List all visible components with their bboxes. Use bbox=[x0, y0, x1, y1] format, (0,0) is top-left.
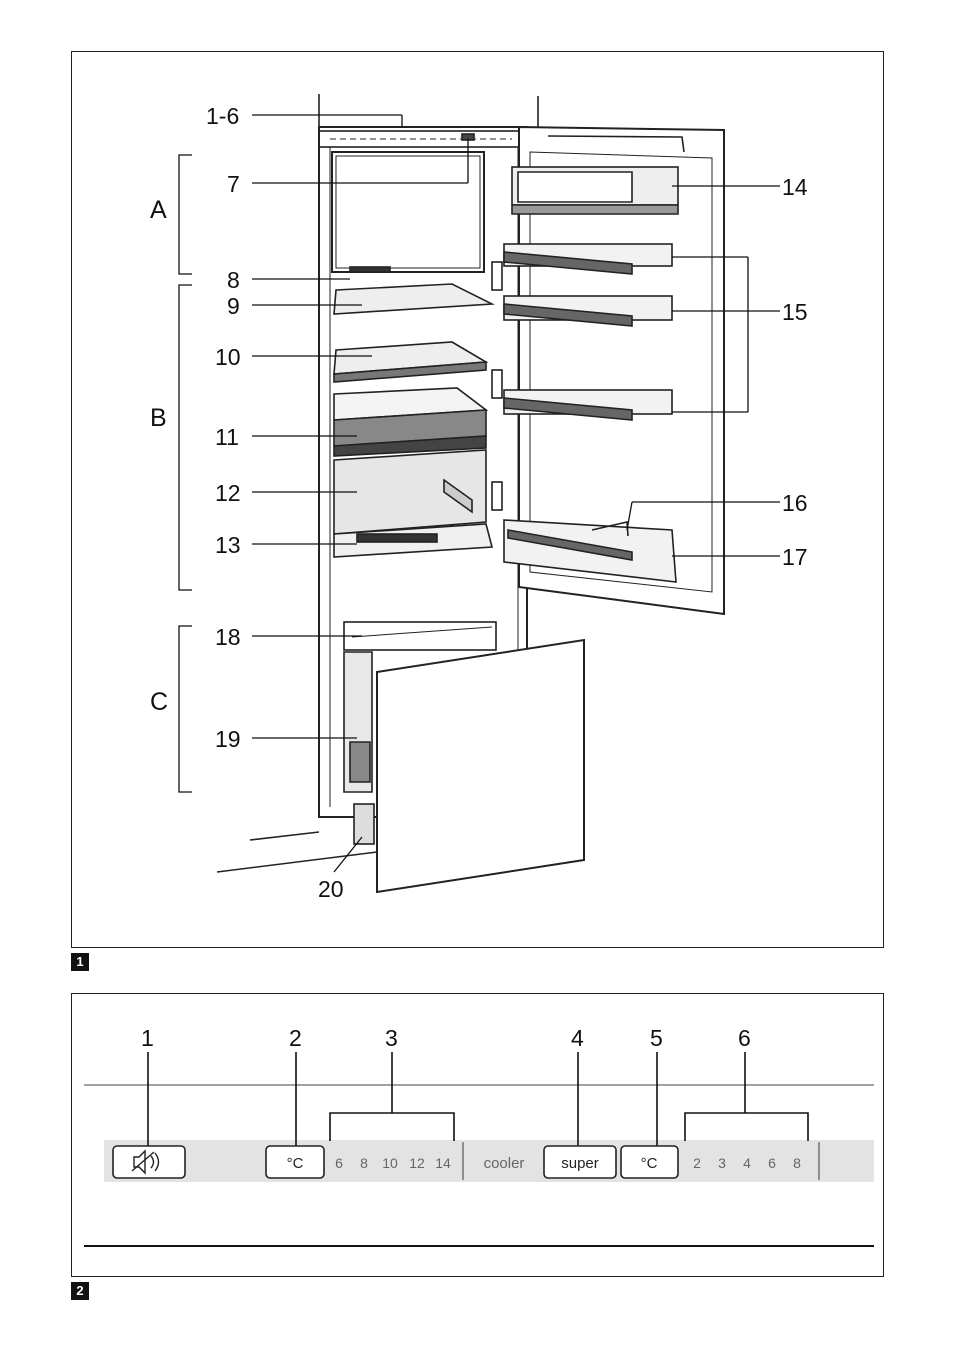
figure-1-number: 1 bbox=[71, 953, 89, 971]
cooler-scale-value: 12 bbox=[409, 1155, 425, 1171]
cooler-temperature-scale: 6 8 10 12 14 bbox=[335, 1155, 451, 1171]
control-panel-illustration: 1 2 3 4 5 6 °C 6 8 10 12 14 cooler super… bbox=[84, 1025, 874, 1247]
fridge-illustration: 1-6 7 8 9 10 11 12 13 14 15 16 17 18 19 … bbox=[150, 94, 808, 902]
callout-16: 16 bbox=[782, 490, 808, 516]
freezer-scale-value: 3 bbox=[718, 1155, 726, 1171]
cooler-scale-value: 10 bbox=[382, 1155, 398, 1171]
freezer-scale-value: 8 bbox=[793, 1155, 801, 1171]
callout-14: 14 bbox=[782, 174, 808, 200]
cooler-scale-value: 8 bbox=[360, 1155, 368, 1171]
callout-6: 6 bbox=[738, 1025, 751, 1051]
callout-9: 9 bbox=[227, 293, 240, 319]
freezer-temperature-scale: 2 3 4 6 8 bbox=[693, 1155, 801, 1171]
freezer-scale-value: 4 bbox=[743, 1155, 751, 1171]
callout-17: 17 bbox=[782, 544, 808, 570]
callout-12: 12 bbox=[215, 480, 241, 506]
section-a-label: A bbox=[150, 196, 167, 224]
freezer-scale-value: 6 bbox=[768, 1155, 776, 1171]
alarm-off-button[interactable] bbox=[112, 1145, 186, 1179]
cooler-temperature-button[interactable]: °C bbox=[265, 1145, 325, 1179]
callout-4: 4 bbox=[571, 1025, 584, 1051]
freezer-temperature-button[interactable]: °C bbox=[620, 1145, 679, 1179]
cooler-label: cooler bbox=[484, 1155, 525, 1172]
super-cool-button[interactable]: super bbox=[543, 1145, 617, 1179]
svg-text:°C: °C bbox=[641, 1155, 658, 1172]
figure-2-number: 2 bbox=[71, 1282, 89, 1300]
figure-2-control-panel: 1 2 3 4 5 6 °C 6 8 10 12 14 cooler super… bbox=[71, 993, 884, 1277]
svg-text:super: super bbox=[561, 1155, 599, 1172]
figure-1-fridge-diagram: 1-6 7 8 9 10 11 12 13 14 15 16 17 18 19 … bbox=[71, 51, 884, 948]
callout-3: 3 bbox=[385, 1025, 398, 1051]
callout-5: 5 bbox=[650, 1025, 663, 1051]
callout-10: 10 bbox=[215, 344, 241, 370]
callout-1: 1 bbox=[141, 1025, 154, 1051]
callout-11: 11 bbox=[215, 424, 239, 450]
callout-13: 13 bbox=[215, 532, 241, 558]
svg-text:°C: °C bbox=[287, 1155, 304, 1172]
section-c-label: C bbox=[150, 688, 168, 716]
callout-2: 2 bbox=[289, 1025, 302, 1051]
freezer-scale-value: 2 bbox=[693, 1155, 701, 1171]
callout-18: 18 bbox=[215, 624, 241, 650]
control-panel-strip bbox=[104, 1140, 874, 1182]
callout-7: 7 bbox=[227, 171, 240, 197]
callout-20: 20 bbox=[318, 876, 344, 902]
section-b-label: B bbox=[150, 404, 167, 432]
callout-15: 15 bbox=[782, 299, 808, 325]
callout-19: 19 bbox=[215, 726, 241, 752]
cooler-scale-value: 6 bbox=[335, 1155, 343, 1171]
callout-1-6: 1-6 bbox=[206, 103, 239, 129]
cooler-scale-value: 14 bbox=[435, 1155, 451, 1171]
speaker-mute-icon bbox=[131, 1149, 160, 1175]
callout-8: 8 bbox=[227, 267, 240, 293]
